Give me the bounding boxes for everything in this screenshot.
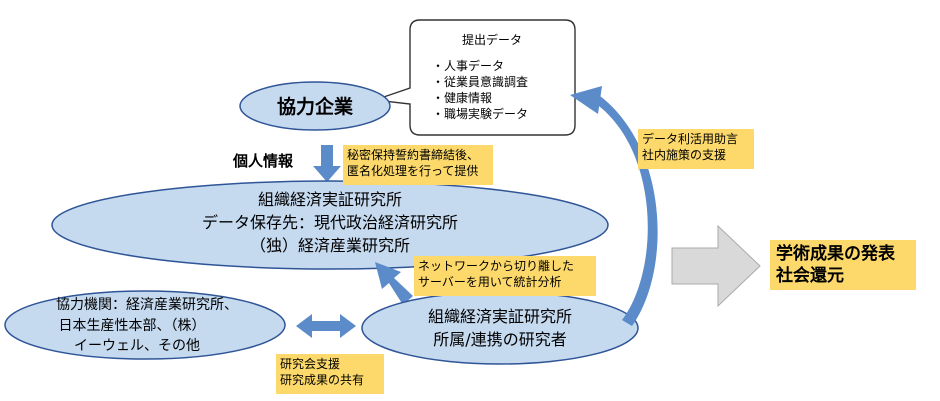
partner-orgs-line2: 日本生産性本部、（株）	[59, 318, 206, 334]
institute-storage-line3: （独）経済産業研究所	[250, 236, 410, 255]
data-advice-callout: データ利活用助言 社内施策の支援	[638, 129, 754, 169]
down-arrow-personal-info	[313, 145, 341, 182]
study-group-line: 研究会支援	[280, 357, 341, 371]
submitted-data-item: ・健康情報	[432, 90, 492, 105]
network-isolated-line: サーバーを用いて統計分析	[418, 275, 562, 289]
double-arrow-collaboration	[296, 314, 356, 338]
outcome-line: 社会還元	[776, 266, 844, 286]
institute-storage-node	[51, 180, 609, 270]
submitted-data-item: ・従業員意識調査	[432, 74, 528, 89]
data-advice-line: 社内施策の支援	[642, 148, 727, 162]
network-isolated-line: ネットワークから切り離した	[418, 259, 575, 273]
researchers-node	[361, 291, 639, 365]
confidentiality-line: 秘密保持誓約書締結後、	[347, 148, 480, 162]
institute-storage-line2: データ保存先：現代政治経済研究所	[202, 213, 458, 232]
personal-info-label: 個人情報	[232, 152, 294, 170]
researchers-line1: 組織経済実証研究所	[428, 307, 572, 326]
outcome-line: 学術成果の発表	[776, 244, 895, 264]
submitted-data-title: 提出データ	[462, 32, 522, 47]
partner-orgs-line3: イーウェル、その他	[74, 338, 200, 354]
confidentiality-callout: 秘密保持誓約書締結後、 匿名化処理を行って提供	[343, 145, 493, 185]
researchers-line2: 所属/連携の研究者	[433, 330, 566, 349]
study-group-callout: 研究会支援 研究成果の共有	[276, 354, 384, 394]
confidentiality-line: 匿名化処理を行って提供	[347, 164, 479, 178]
cooperating-company-label: 協力企業	[277, 95, 354, 118]
submitted-data-item: ・職場実験データ	[432, 106, 528, 121]
partner-orgs-node	[4, 290, 286, 360]
network-isolated-callout: ネットワークから切り離した サーバーを用いて統計分析	[414, 256, 596, 296]
institute-storage-line1: 組織経済実証研究所	[258, 190, 402, 209]
cooperating-company-node	[239, 81, 391, 131]
outcome-callout: 学術成果の発表 社会還元	[770, 240, 916, 290]
up-arrow-analysis	[375, 262, 413, 305]
outcome-arrow	[671, 224, 761, 308]
submitted-data-item: ・人事データ	[432, 58, 504, 73]
submitted-data-bubble	[374, 19, 576, 136]
partner-orgs-line1: 協力機関：経済産業研究所、	[56, 297, 238, 313]
study-group-line: 研究成果の共有	[280, 373, 365, 387]
data-advice-line: データ利活用助言	[642, 132, 739, 146]
